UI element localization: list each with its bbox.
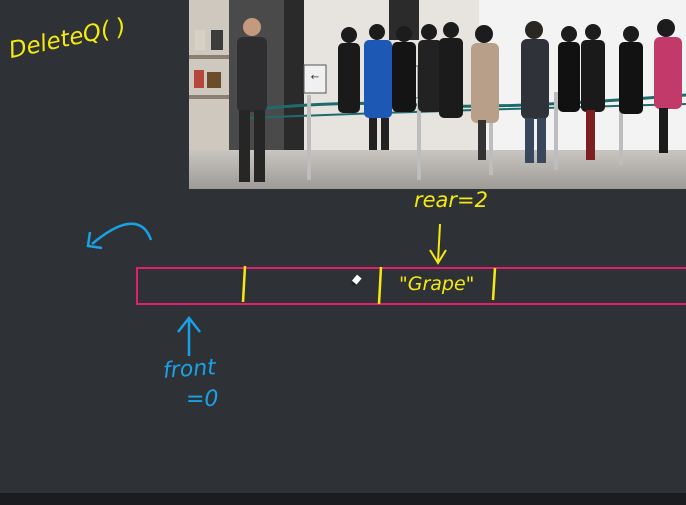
queue-photo: ← →: [189, 0, 686, 189]
cell-divider: [241, 265, 247, 303]
front-label: front: [162, 355, 217, 384]
cell-divider: [377, 266, 383, 305]
cell-divider: [491, 267, 497, 301]
queue-array-outline: [136, 267, 686, 305]
curved-arrow-icon: [86, 222, 153, 250]
front-value: =0: [186, 387, 219, 412]
rear-arrow-icon: [429, 223, 447, 265]
front-arrow-icon: [177, 315, 201, 356]
bottom-status-bar: [0, 493, 686, 505]
svg-text:←: ←: [311, 72, 319, 83]
pen-cursor-icon: [351, 274, 362, 286]
rear-label: rear=2: [414, 188, 489, 212]
queue-cell-value: "Grape": [399, 273, 475, 295]
